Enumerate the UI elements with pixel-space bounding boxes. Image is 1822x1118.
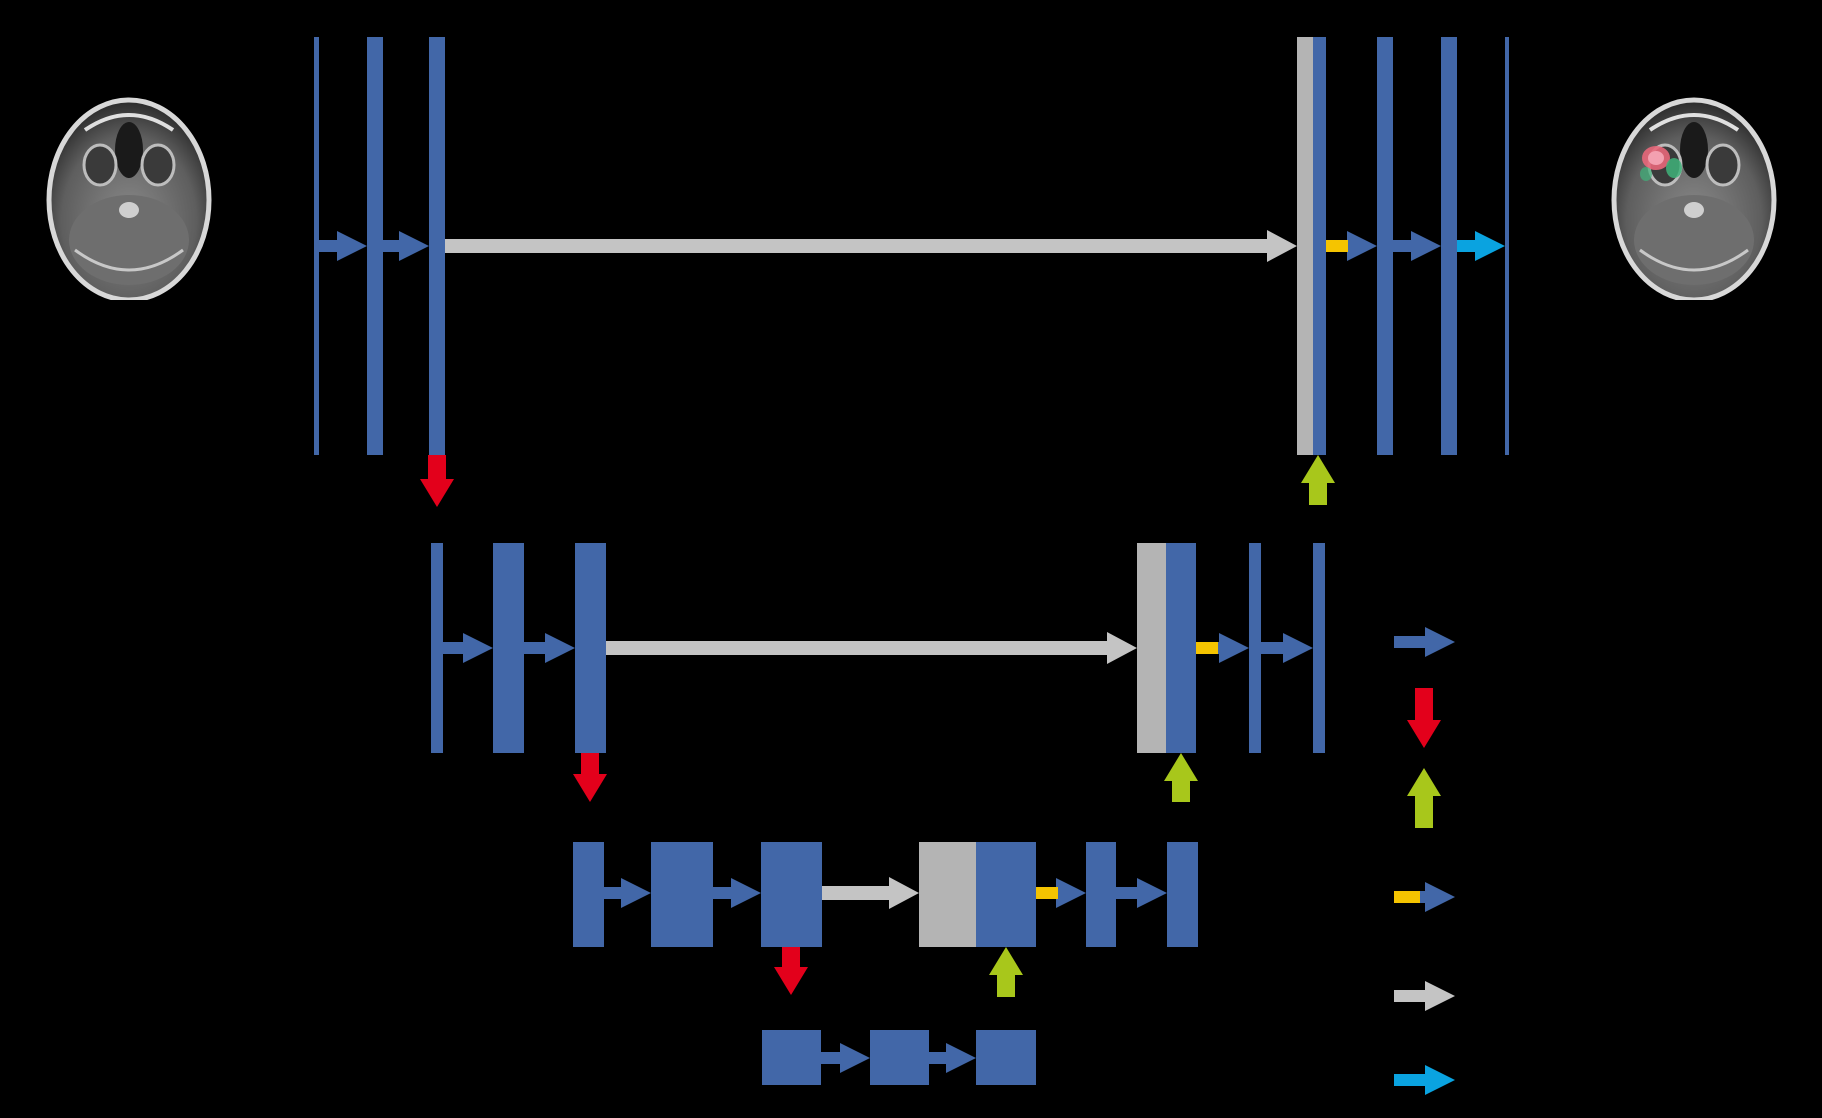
level3-conv-block-1 [651, 842, 713, 947]
level1-decoder-block-2 [1441, 37, 1457, 455]
level1-decoder-block-1 [1377, 37, 1393, 455]
legend-skip-connection-arrow [1394, 981, 1455, 1011]
level1-conv-arrow-1 [319, 231, 367, 261]
legend-conv1x1-arrow [1420, 882, 1455, 912]
level2-concat-block [1137, 543, 1166, 753]
level2-conv-block-1 [493, 543, 524, 753]
bottleneck-block-1 [762, 1030, 821, 1085]
level1-conv-block-2 [429, 37, 445, 455]
level1-conv1x1-arrow [1347, 231, 1377, 261]
level2-conv-arrow-3 [1261, 633, 1313, 663]
level1-conv-block-1 [367, 37, 383, 455]
legend-conv-arrow [1394, 627, 1455, 657]
level2-downsample-arrow [573, 753, 607, 802]
level2-decoder-block-2 [1313, 543, 1325, 753]
legend-downsample-arrow [1407, 688, 1441, 748]
level1-conv-arrow-2 [383, 231, 429, 261]
level2-input-block [431, 543, 443, 753]
level3-downsample-arrow [774, 947, 808, 995]
level1-output-block [1505, 37, 1509, 455]
level3-decoder-block-2 [1167, 842, 1198, 947]
level1-skip-connection-arrow [445, 230, 1297, 262]
level3-conv-block-2 [761, 842, 822, 947]
level1-conv-arrow-3 [1393, 231, 1441, 261]
level2-conv1x1-arrow-yellow-segment [1196, 642, 1218, 654]
level3-conv1x1-arrow-yellow-segment [1036, 887, 1058, 899]
level3-conv-arrow-2 [713, 878, 761, 908]
level2-conv-arrow-2 [524, 633, 575, 663]
legend-upsample-arrow [1407, 768, 1441, 828]
level1-downsample-arrow [420, 455, 454, 507]
bottleneck-block-2 [870, 1030, 929, 1085]
bottleneck-block-3 [976, 1030, 1036, 1085]
level2-conv1x1-arrow [1218, 633, 1249, 663]
level1-output-arrow [1457, 231, 1505, 261]
level3-input-block [573, 842, 604, 947]
level3-skip-connection-arrow [822, 877, 919, 909]
level2-conv-arrow-1 [443, 633, 493, 663]
level2-decoder-block-1 [1249, 543, 1261, 753]
level1-input-block [314, 37, 319, 455]
level2-skip-connection-arrow [606, 632, 1137, 664]
mri-scan-input-icon [45, 90, 213, 300]
level3-conv-arrow-3 [1116, 878, 1167, 908]
legend-conv1x1-arrow-yellow-segment [1394, 891, 1420, 903]
level3-decoder-block-1 [1086, 842, 1116, 947]
bottleneck-conv-arrow-2 [929, 1043, 976, 1073]
level3-upsampled-block [976, 842, 1036, 947]
level3-conv1x1-arrow [1056, 878, 1086, 908]
level3-concat-block [919, 842, 976, 947]
level2-conv-block-2 [575, 543, 606, 753]
level1-upsampled-block [1313, 37, 1326, 455]
level3-conv-arrow-1 [604, 878, 651, 908]
level2-upsampled-block [1166, 543, 1196, 753]
level3-upsample-arrow [989, 947, 1023, 997]
legend-output-arrow [1394, 1065, 1455, 1095]
level1-concat-block [1297, 37, 1313, 455]
level1-conv1x1-arrow-yellow-segment [1326, 240, 1348, 252]
bottleneck-conv-arrow-1 [821, 1043, 870, 1073]
level2-upsample-arrow [1164, 753, 1198, 802]
mri-scan-segmented-output-icon [1610, 90, 1778, 300]
level1-upsample-arrow [1301, 455, 1335, 505]
